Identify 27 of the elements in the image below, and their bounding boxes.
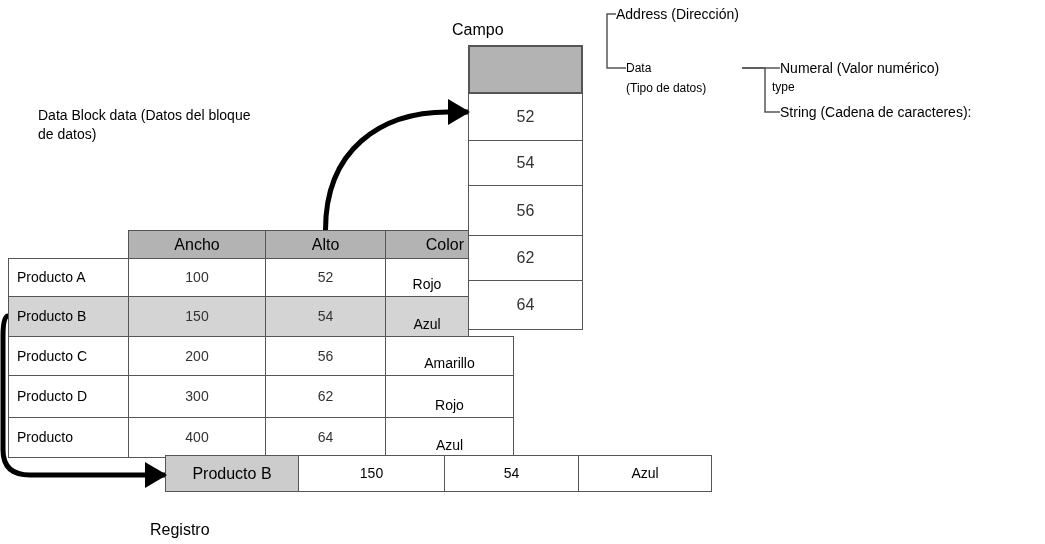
tree-label: Numeral (Valor numérico) bbox=[780, 58, 1010, 78]
column-header bbox=[469, 46, 582, 93]
caption-text: Registro bbox=[150, 520, 211, 540]
caption-text: Data Block data (Datos del bloque de datos) bbox=[38, 106, 252, 144]
column-header: Ancho bbox=[128, 230, 266, 259]
table-cell: 56 bbox=[469, 185, 582, 235]
tree-label: String (Cadena de caracteres): bbox=[780, 102, 1042, 122]
table-cell: 54 bbox=[469, 140, 582, 185]
bracket-line bbox=[606, 13, 627, 69]
table-cell: Producto bbox=[8, 417, 129, 458]
record-row bbox=[165, 455, 712, 492]
table-cell: 52 bbox=[469, 93, 582, 140]
table-cell: Producto B bbox=[8, 296, 129, 337]
field-column bbox=[468, 45, 583, 330]
table-cell: 54 bbox=[265, 296, 386, 337]
tree-label: Address (Dirección) bbox=[616, 4, 816, 24]
caption-text: Campo bbox=[452, 20, 505, 40]
curved-arrow bbox=[323, 99, 470, 231]
tree-label: Data (Tipo de datos) bbox=[626, 58, 742, 98]
column-header: Color bbox=[385, 230, 469, 259]
caption-text: type bbox=[772, 79, 796, 96]
table-cell: Producto B bbox=[166, 456, 298, 491]
table-cell: Azul bbox=[385, 296, 469, 337]
bracket-line bbox=[741, 67, 781, 113]
table-cell: Producto A bbox=[8, 258, 129, 297]
column-header: Alto bbox=[265, 230, 386, 259]
table-cell: 150 bbox=[128, 296, 266, 337]
